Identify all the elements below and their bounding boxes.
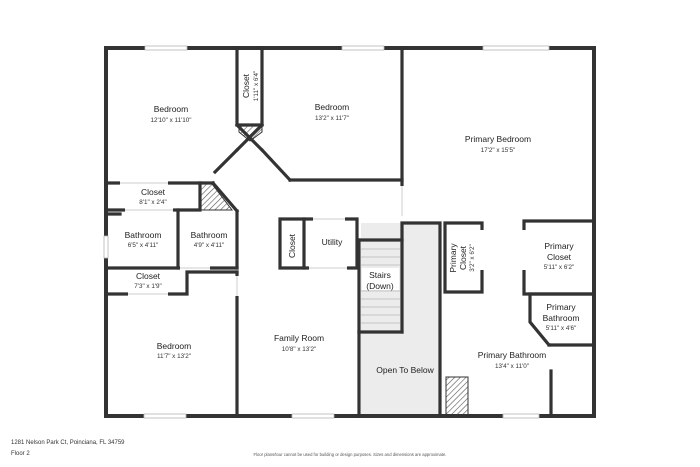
room-primary-bathroom-small: Primary Bathroom 5'11" x 4'6" <box>543 302 580 332</box>
room-utility: Utility <box>322 237 344 247</box>
room-bedroom-sw: Bedroom 11'7" x 13'2" <box>157 341 192 360</box>
room-dims: 1'11" x 6'4" <box>253 71 260 102</box>
room-name-line1: Primary <box>546 302 576 312</box>
door-lines <box>120 182 403 296</box>
room-closet-sw: Closet 7'3" x 1'9" <box>134 271 162 290</box>
room-name: Primary Bathroom <box>478 350 547 360</box>
room-dims: 3'2" x 6'2" <box>469 244 476 272</box>
room-primary-bathroom: Primary Bathroom 13'4" x 11'0" <box>478 350 547 370</box>
room-bedroom-n: Bedroom 13'2" x 11'7" <box>315 102 350 122</box>
room-bedroom-nw: Bedroom 12'10" x 11'10" <box>150 104 191 124</box>
room-bathroom-b: Bathroom 4'9" x 4'11" <box>191 230 228 249</box>
windows <box>103 45 550 419</box>
room-dims: 5'11" x 6'2" <box>544 264 575 271</box>
room-name: Closet <box>141 187 166 197</box>
room-dims: 13'2" x 11'7" <box>315 115 349 122</box>
disclaimer-text: Floor plans/tour cannot be used for buil… <box>253 452 447 457</box>
room-dims: 8'1" x 2'4" <box>139 199 167 206</box>
stair-treads <box>361 240 400 324</box>
room-dims: 10'8" x 13'2" <box>282 346 317 353</box>
room-dims: 4'9" x 4'11" <box>194 242 225 249</box>
room-stairs: Stairs (Down) <box>362 268 399 291</box>
room-name: Bathroom <box>191 230 228 240</box>
room-closet-small: Closet <box>287 233 297 258</box>
room-dims: 6'5" x 4'11" <box>128 242 159 249</box>
address-text: 1281 Nelson Park Ct, Poinciana, FL 34759 <box>11 440 125 446</box>
room-closet-top: Closet 1'11" x 6'4" <box>241 71 260 102</box>
room-dims: 11'7" x 13'2" <box>157 353 191 360</box>
room-name: Utility <box>322 237 344 247</box>
room-name: Bedroom <box>157 341 192 351</box>
room-family-room: Family Room 10'8" x 13'2" <box>274 333 324 353</box>
room-name: Primary Bedroom <box>465 134 531 144</box>
room-open-below: Open To Below <box>376 365 434 375</box>
room-primary-closet: Primary Closet 5'11" x 6'2" <box>544 241 575 271</box>
room-name-line1: Primary <box>544 241 574 251</box>
room-name: Closet <box>287 233 297 258</box>
room-name-line2: Closet <box>458 245 468 270</box>
room-name: Family Room <box>274 333 324 343</box>
room-name: Bathroom <box>125 230 162 240</box>
room-dims: 17'2" x 15'5" <box>481 147 516 154</box>
room-name: Bedroom <box>154 104 189 114</box>
room-name-line1: Primary <box>448 243 458 273</box>
room-primary-bedroom: Primary Bedroom 17'2" x 15'5" <box>465 134 531 154</box>
room-name: Open To Below <box>376 365 434 375</box>
room-dims: 13'4" x 11'0" <box>495 363 529 370</box>
room-dims: 5'11" x 4'6" <box>546 325 577 332</box>
room-dims: 12'10" x 11'10" <box>150 117 191 124</box>
floor-label: Floor 2 <box>11 451 30 457</box>
room-name: Closet <box>136 271 161 281</box>
room-bathroom-a: Bathroom 6'5" x 4'11" <box>125 230 162 249</box>
room-closet-mid: Closet 8'1" x 2'4" <box>139 187 167 206</box>
room-primary-closet-vertical: Primary Closet 3'2" x 6'2" <box>448 243 476 273</box>
shaft-bottom <box>445 376 469 416</box>
room-name-line2: Closet <box>547 252 572 262</box>
room-name-line2: (Down) <box>366 281 394 291</box>
room-name-line2: Bathroom <box>543 313 580 323</box>
room-name: Closet <box>241 73 251 98</box>
room-name: Bedroom <box>315 102 350 112</box>
room-dims: 7'3" x 1'9" <box>134 283 162 290</box>
room-name-line1: Stairs <box>369 270 391 280</box>
